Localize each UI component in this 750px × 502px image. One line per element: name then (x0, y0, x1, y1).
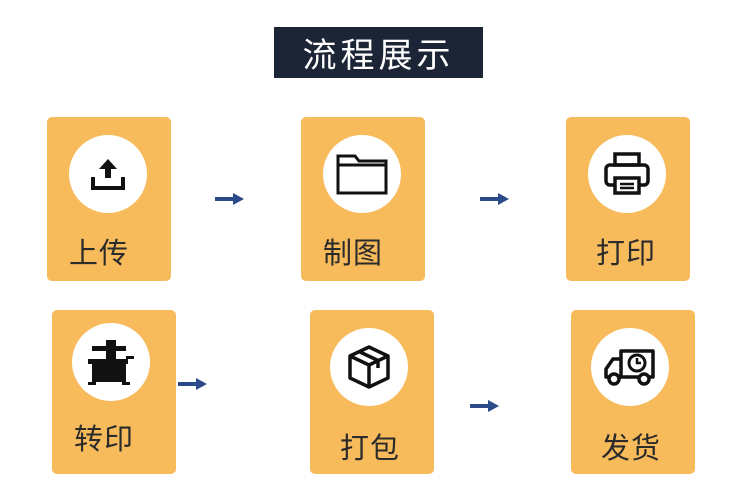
arrow-icon (470, 400, 499, 412)
icon-circle (323, 135, 401, 213)
arrow-icon (480, 193, 509, 205)
arrow-icon (178, 378, 207, 390)
step-card-pack: 打包 (310, 310, 434, 474)
folder-icon (336, 154, 388, 195)
step-label: 上传 (69, 236, 130, 270)
printer-icon (604, 152, 650, 195)
icon-circle (588, 135, 666, 213)
step-card-transfer: 转印 (52, 310, 176, 474)
step-card-upload: 上传 (47, 117, 171, 281)
step-card-print: 打印 (566, 117, 690, 281)
step-label: 打包 (340, 431, 401, 465)
arrow-icon (215, 193, 244, 205)
package-box-icon (348, 345, 390, 389)
icon-circle (330, 328, 408, 406)
step-card-design: 制图 (301, 117, 425, 281)
step-label: 制图 (323, 236, 384, 270)
step-label: 发货 (601, 431, 662, 465)
upload-icon (91, 159, 125, 190)
page-title: 流程展示 (274, 27, 483, 78)
icon-circle (69, 135, 147, 213)
icon-circle (72, 323, 150, 401)
step-label: 打印 (596, 236, 657, 270)
step-label: 转印 (74, 422, 135, 456)
step-card-ship: 发货 (571, 310, 695, 474)
icon-circle (591, 328, 669, 406)
delivery-truck-icon (604, 349, 655, 386)
transfer-press-icon (88, 340, 134, 385)
